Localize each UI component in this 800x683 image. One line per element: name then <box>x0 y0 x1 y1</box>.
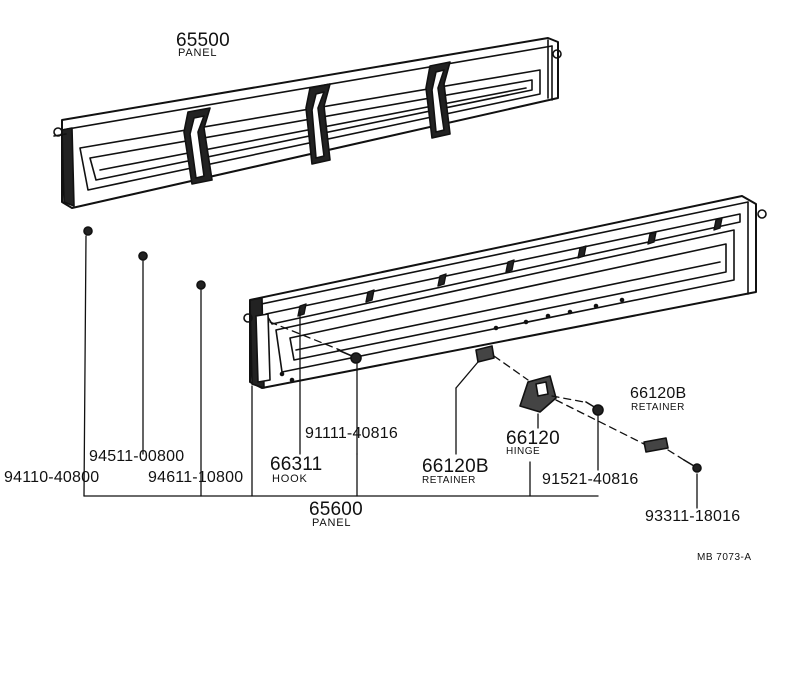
assembly-dashed-lines <box>269 321 685 461</box>
label-94110: 94110-40800 <box>4 469 100 486</box>
label-66311-number: 66311 <box>270 454 323 475</box>
label-66120B-b-name: RETAINER <box>631 402 685 413</box>
label-66311-name: HOOK <box>272 473 308 485</box>
leader-lines <box>251 311 531 497</box>
part-94611-washer <box>196 280 206 497</box>
part-66120B-retainer-b <box>643 437 669 453</box>
label-65500-name: PANEL <box>178 47 218 59</box>
label-91521: 91521-40816 <box>542 471 639 488</box>
upper-panel-hook-3 <box>425 61 451 139</box>
part-91521-bolt <box>585 401 604 471</box>
label-65600-name: PANEL <box>312 517 352 529</box>
label-66120-number: 66120 <box>506 428 560 449</box>
label-66120B-a-name: RETAINER <box>422 475 476 486</box>
label-66120-name: HINGE <box>506 446 541 457</box>
label-91111: 91111-40816 <box>305 425 398 442</box>
label-93311: 93311-18016 <box>645 508 741 525</box>
part-94511-washer <box>138 251 148 455</box>
part-66120B-retainer-a <box>455 345 495 455</box>
reference-code: MB 7073-A <box>697 552 752 563</box>
label-66120B-b-number: 66120B <box>630 385 687 402</box>
part-66120-hinge <box>519 375 557 429</box>
part-91111-bolt <box>337 349 362 455</box>
label-65600-number: 65600 <box>309 499 363 520</box>
upper-panel-hook-1 <box>183 107 213 185</box>
label-94511: 94511-00800 <box>89 448 185 465</box>
label-65500-number: 65500 <box>176 30 230 51</box>
part-93311-screw <box>683 459 702 509</box>
lower-panel-hooks <box>297 217 723 317</box>
label-94611: 94611-10800 <box>148 469 244 486</box>
upper-panel-hook-2 <box>305 83 331 165</box>
label-66120B-a-number: 66120B <box>422 456 489 477</box>
lower-panel-65600 <box>243 195 767 389</box>
part-94110-nut <box>83 226 93 497</box>
